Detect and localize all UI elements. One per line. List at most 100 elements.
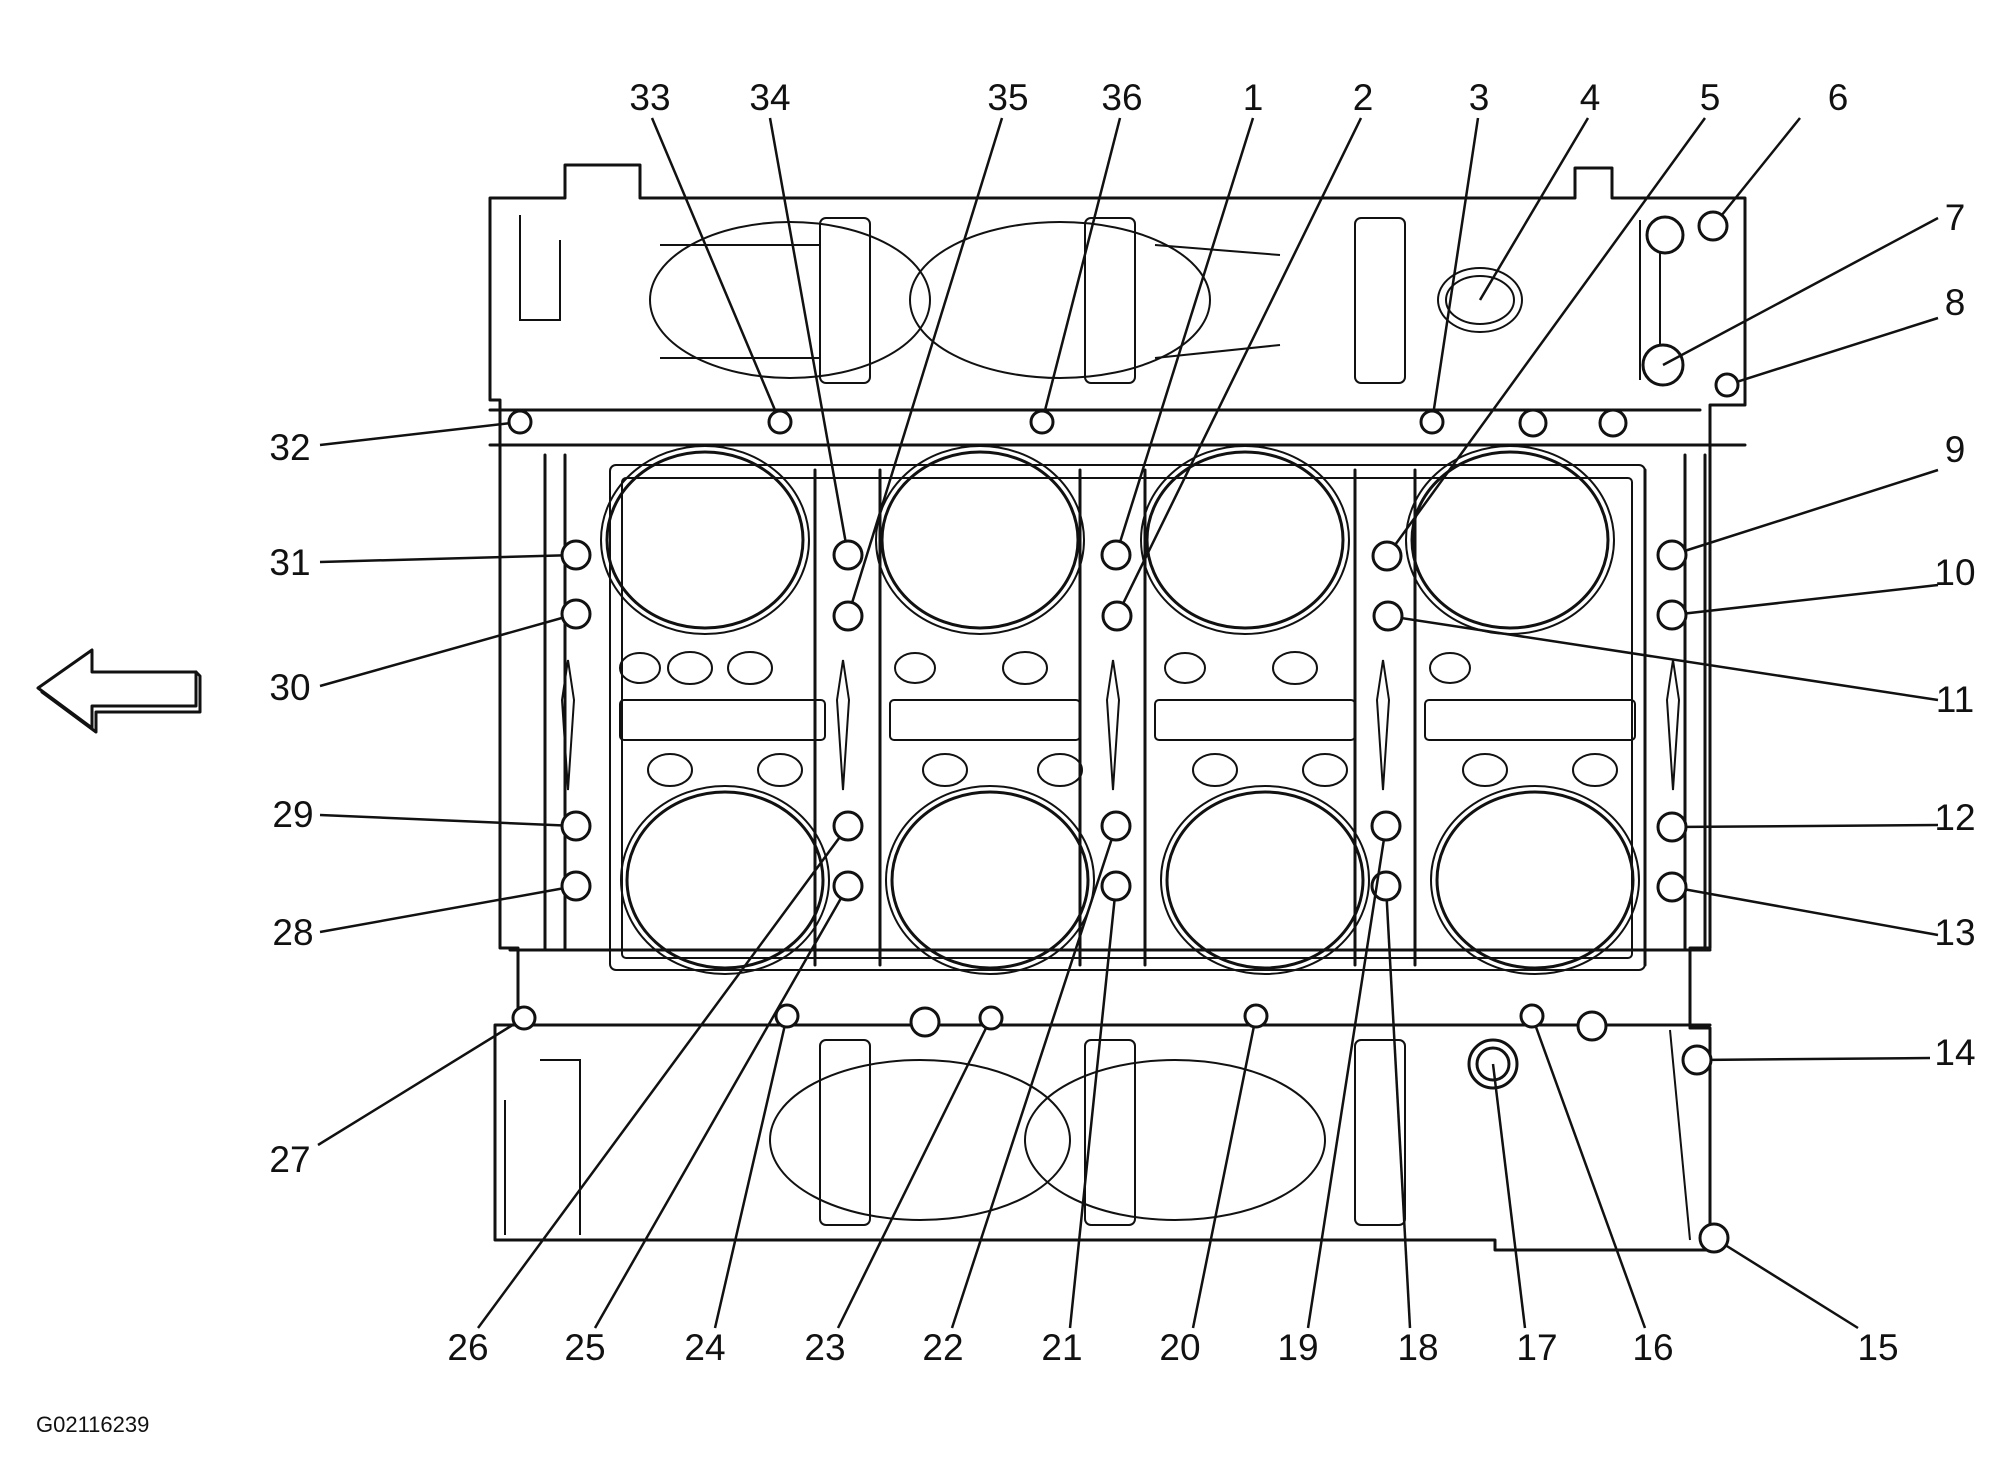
- callout-8: 8: [1714, 282, 1965, 398]
- callout-label: 30: [269, 667, 310, 708]
- callout-label: 15: [1857, 1327, 1898, 1368]
- bolt-hole: [560, 810, 592, 842]
- callout-label: 21: [1041, 1327, 1082, 1368]
- callout-label: 33: [629, 77, 670, 118]
- bolt-hole: [832, 870, 864, 902]
- callout-label: 26: [447, 1327, 488, 1368]
- leader-line: [846, 117, 1004, 617]
- leader-line: [1191, 1015, 1258, 1329]
- callout-label: 25: [564, 1327, 605, 1368]
- callout-1: 1: [1100, 77, 1264, 571]
- callout-11: 11: [1372, 600, 1974, 720]
- callout-label: 22: [922, 1327, 963, 1368]
- leader-line: [1713, 1236, 1859, 1330]
- leader-line: [476, 825, 850, 1329]
- callout-label: 29: [272, 794, 313, 835]
- callout-label: 35: [987, 77, 1028, 118]
- bolt-hole: [1100, 810, 1132, 842]
- bolt-hole: [1697, 210, 1729, 242]
- callout-27: 27: [269, 1005, 537, 1180]
- callout-33: 33: [629, 77, 793, 435]
- callout-4: 4: [1478, 77, 1600, 301]
- leader-line: [319, 612, 577, 688]
- bolt-hole: [767, 409, 793, 435]
- leader-line: [1430, 117, 1480, 423]
- leader-line: [1671, 468, 1939, 557]
- bolt-hole: [832, 810, 864, 842]
- bolt-hole: [1029, 409, 1055, 435]
- callout-label: 7: [1945, 197, 1966, 238]
- leader-line: [713, 1015, 789, 1329]
- bolt-hole: [1698, 1222, 1730, 1254]
- bolt-hole: [1419, 409, 1445, 435]
- leader-line: [1696, 1056, 1931, 1062]
- callout-15: 15: [1698, 1222, 1899, 1368]
- leader-line: [319, 813, 577, 828]
- callout-35: 35: [832, 77, 1029, 632]
- bolt-hole: [832, 600, 864, 632]
- callout-10: 10: [1656, 552, 1976, 631]
- callout-label: 27: [269, 1139, 310, 1180]
- leader-line: [1662, 216, 1939, 367]
- leader-line: [950, 825, 1118, 1329]
- callout-label: 9: [1945, 429, 1966, 470]
- callout-label: 12: [1934, 797, 1975, 838]
- leader-line: [1478, 117, 1590, 301]
- callout-label: 36: [1101, 77, 1142, 118]
- callout-18: 18: [1370, 870, 1439, 1368]
- leader-line: [319, 553, 577, 564]
- bolt-hole: [1681, 1044, 1713, 1076]
- leader-line: [1671, 823, 1939, 829]
- bolt-hole: [1656, 811, 1688, 843]
- bolt-hole: [560, 598, 592, 630]
- leader-line: [1491, 1063, 1527, 1329]
- callout-14: 14: [1681, 1032, 1976, 1076]
- leader-line: [1385, 117, 1707, 557]
- leader-line: [1726, 316, 1939, 387]
- callout-label: 2: [1353, 77, 1374, 118]
- bolt-hole: [1100, 870, 1132, 902]
- bolt-hole: [511, 1005, 537, 1031]
- callout-6: 6: [1697, 77, 1849, 242]
- callout-label: 10: [1934, 552, 1975, 593]
- callout-16: 16: [1519, 1003, 1674, 1368]
- engine-block-outline: [488, 163, 1747, 1252]
- leader-line: [1384, 885, 1412, 1329]
- callout-label: 3: [1469, 77, 1490, 118]
- bolt-hole: [560, 539, 592, 571]
- bolt-hole: [774, 1003, 800, 1029]
- leader-line: [650, 117, 782, 423]
- callout-label: 16: [1632, 1327, 1673, 1368]
- bolt-hole: [1714, 372, 1740, 398]
- callout-2: 2: [1101, 77, 1374, 632]
- callout-label: 18: [1397, 1327, 1438, 1368]
- callout-label: 19: [1277, 1327, 1318, 1368]
- leader-line: [1115, 117, 1363, 617]
- leader-line: [1387, 614, 1939, 702]
- callout-label: 1: [1243, 77, 1264, 118]
- callout-30: 30: [269, 598, 592, 708]
- left-arrow-icon: [36, 648, 202, 734]
- leader-line: [317, 1016, 525, 1147]
- bolt-hole: [1656, 871, 1688, 903]
- callout-label: 11: [1936, 679, 1974, 720]
- bolt-hole: [1519, 1003, 1545, 1029]
- bolt-hole: [1372, 600, 1404, 632]
- callout-24: 24: [684, 1003, 800, 1368]
- callout-22: 22: [922, 810, 1132, 1368]
- callout-label: 23: [804, 1327, 845, 1368]
- callout-29: 29: [272, 794, 592, 842]
- leader-line: [1114, 117, 1255, 556]
- callout-32: 32: [269, 409, 533, 468]
- callout-36: 36: [1029, 77, 1143, 435]
- callout-9: 9: [1656, 429, 1966, 571]
- callout-label: 6: [1828, 77, 1849, 118]
- callout-label: 24: [684, 1327, 725, 1368]
- bolt-hole: [1370, 810, 1402, 842]
- callout-28: 28: [272, 870, 592, 953]
- bolt-hole: [978, 1005, 1004, 1031]
- leader-line: [593, 885, 850, 1329]
- bolt-hole: [1656, 599, 1688, 631]
- callout-5: 5: [1371, 77, 1720, 572]
- callout-label: 32: [269, 427, 310, 468]
